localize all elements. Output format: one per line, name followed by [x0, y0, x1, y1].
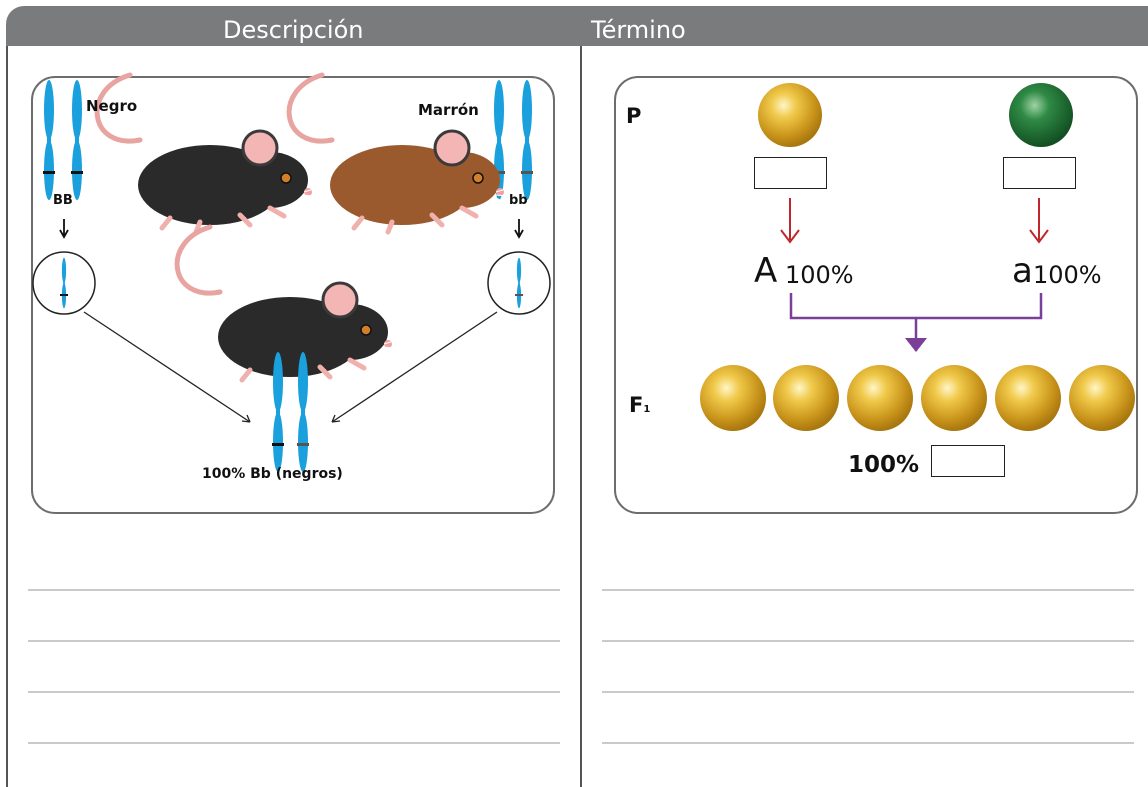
f1-sphere — [1069, 365, 1135, 431]
allele-recessive-pct: 100% — [1033, 261, 1102, 289]
f1-sphere — [700, 365, 766, 431]
term-panel — [614, 76, 1138, 514]
diagonal-arrow-right — [331, 311, 498, 423]
f1-sphere — [773, 365, 839, 431]
genotype-black: BB — [53, 193, 73, 208]
label-p: P — [626, 104, 642, 128]
label-black: Negro — [86, 97, 138, 115]
label-f1: F1 — [629, 393, 651, 417]
writing-line[interactable] — [28, 640, 560, 642]
allele-dominant-pct: 100% — [785, 261, 854, 289]
header-term: Término — [591, 16, 686, 44]
left-border — [6, 46, 8, 787]
offspring-caption: 100% Bb (negros) — [202, 466, 343, 482]
writing-line[interactable] — [28, 742, 560, 744]
writing-line[interactable] — [28, 589, 560, 591]
writing-line[interactable] — [602, 691, 1134, 693]
parent-yellow-sphere — [758, 83, 822, 147]
writing-line[interactable] — [602, 589, 1134, 591]
answer-box-parent-yellow[interactable] — [754, 157, 827, 189]
answer-box-parent-green[interactable] — [1003, 157, 1076, 189]
f1-sphere — [995, 365, 1061, 431]
parent-green-sphere — [1009, 83, 1073, 147]
f1-sphere — [921, 365, 987, 431]
table-header: Descripción Término — [6, 6, 1148, 46]
header-description: Descripción — [223, 16, 364, 44]
writing-line[interactable] — [28, 691, 560, 693]
genotype-brown: bb — [509, 193, 528, 208]
column-divider — [580, 46, 582, 787]
allele-dominant: A — [754, 251, 778, 291]
down-arrow-right — [514, 219, 524, 239]
f1-percent: 100% — [848, 452, 920, 478]
label-brown: Marrón — [418, 101, 479, 119]
diagonal-arrow-left — [83, 311, 251, 423]
writing-line[interactable] — [602, 640, 1134, 642]
writing-line[interactable] — [602, 742, 1134, 744]
answer-box-f1[interactable] — [931, 445, 1005, 477]
down-arrow-left — [59, 219, 69, 239]
allele-recessive: a — [1012, 251, 1033, 291]
f1-sphere — [847, 365, 913, 431]
